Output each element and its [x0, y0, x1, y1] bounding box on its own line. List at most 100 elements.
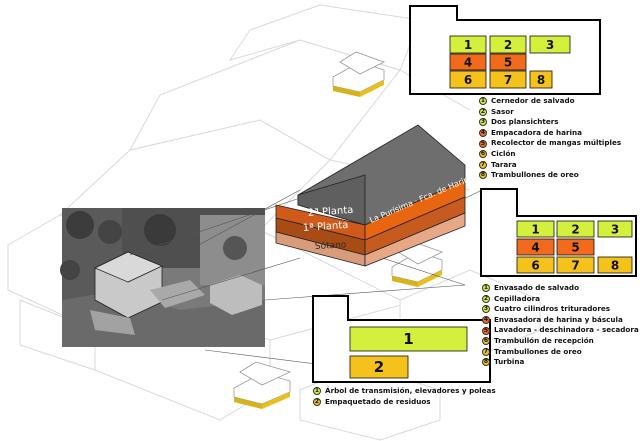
top-legend-item-1: 1 Cernedor de salvado — [479, 96, 621, 107]
legend-number-badge: 7 — [482, 347, 490, 356]
middle-machine-box-5 — [556, 238, 595, 256]
house-marker-top — [332, 51, 386, 97]
bottom-machine-number-1: 1 — [403, 330, 413, 348]
basement-side — [364, 212, 466, 267]
legend-number-badge: 2 — [313, 397, 321, 406]
legend-text: Ciclón — [491, 148, 516, 158]
top-machine-number-5: 5 — [504, 56, 512, 70]
legend-number-badge: 6 — [482, 337, 490, 346]
legend-text: Tarara — [491, 159, 517, 169]
floor-label-1: 1ª Planta — [302, 220, 348, 234]
top-machine-number-7: 7 — [504, 73, 512, 87]
legend-text: Árbol de transmisión, elevadores y polea… — [325, 386, 496, 395]
middle-machine-number-7: 7 — [571, 259, 579, 273]
floor-label-2: 2ª Planta — [307, 205, 353, 219]
legend-text: Trambullón de recepción — [494, 335, 594, 345]
legend-number-badge: 1 — [479, 97, 487, 106]
legend-text: Trambullones de oreo — [494, 346, 582, 356]
panel-middle: 1 2 3 4 5 6 7 8 — [480, 188, 637, 277]
top-machine-number-4: 4 — [464, 56, 472, 70]
middle-machine-number-6: 6 — [531, 259, 539, 273]
top-machine-box-3 — [529, 35, 571, 54]
middle-legend-item-1: 1 Envasado de salvado — [482, 283, 639, 294]
legend-number-badge: 5 — [479, 139, 487, 148]
legend-number-badge: 7 — [479, 160, 487, 169]
top-machine-number-2: 2 — [504, 38, 512, 52]
top-machine-box-5 — [489, 53, 527, 71]
top-machine-number-1: 1 — [464, 38, 472, 52]
middle-machine-box-1 — [516, 220, 555, 238]
middle-machine-box-8 — [597, 256, 633, 274]
middle-machine-number-8: 8 — [611, 259, 619, 273]
bottom-machine-box-2 — [349, 355, 409, 379]
bottom-machine-box-1 — [349, 326, 468, 352]
legend-text: Trambullones de oreo — [491, 170, 579, 180]
middle-machine-box-3 — [597, 220, 633, 238]
top-legend-item-8: 8 Trambullones de oreo — [479, 170, 621, 181]
top-legend-item-2: 2 Sasor — [479, 107, 621, 118]
legend-number-badge: 2 — [482, 294, 490, 303]
legend-number-badge: 5 — [482, 326, 490, 335]
middle-legend-item-6: 6 Trambullón de recepción — [482, 336, 639, 347]
middle-machine-box-2 — [556, 220, 595, 238]
panel-bottom: 12 — [312, 295, 491, 383]
middle-machine-number-3: 3 — [611, 223, 619, 237]
panel-top: 1 2 3 4 5 6 7 8 — [409, 5, 601, 95]
legend-bottom: 1 Árbol de transmisión, elevadores y pole… — [313, 386, 496, 407]
middle-machine-number-2: 2 — [571, 223, 579, 237]
legend-number-badge: 4 — [482, 316, 490, 325]
main-building — [275, 124, 466, 267]
middle-machine-box-7 — [556, 256, 595, 274]
legend-number-badge: 3 — [482, 305, 490, 314]
legend-text: Empaquetado de residuos — [325, 396, 431, 406]
bottom-legend-item-1: 1 Árbol de transmisión, elevadores y pole… — [313, 386, 496, 397]
top-legend-item-3: 3 Dos plansichters — [479, 117, 621, 128]
middle-machine-number-5: 5 — [571, 241, 579, 255]
top-legend-item-7: 7 Tarara — [479, 160, 621, 171]
middle-legend-item-7: 7 Trambullones de oreo — [482, 347, 639, 358]
legend-text: Recolector de mangas múltiples — [491, 138, 622, 148]
middle-legend-item-5: 5 Lavadora - deschinadora - secadora — [482, 325, 639, 336]
top-machine-box-4 — [449, 53, 487, 71]
top-machine-box-8 — [529, 70, 553, 89]
legend-text: Cernedor de salvado — [491, 96, 575, 105]
legend-number-badge: 8 — [482, 358, 490, 367]
legend-text: Empacadora de harina — [491, 127, 582, 137]
legend-top: 1 Cernedor de salvado 2 Sasor 3 Dos plansicht… — [479, 96, 621, 181]
legend-text: Envasado de salvado — [494, 283, 580, 292]
legend-text: Cuatro cilindros trituradores — [494, 304, 611, 314]
middle-legend-item-8: 8 Turbina — [482, 357, 639, 368]
middle-machine-number-1: 1 — [531, 223, 539, 237]
legend-text: Sasor — [491, 106, 514, 116]
legend-number-badge: 1 — [482, 284, 490, 293]
legend-number-badge: 3 — [479, 118, 487, 127]
legend-number-badge: 2 — [479, 107, 487, 116]
floor-label-basement: Sótano — [315, 239, 347, 252]
legend-text: Envasadora de harina y báscula — [494, 314, 623, 324]
legend-number-badge: 8 — [479, 171, 487, 180]
middle-machine-box-6 — [516, 256, 555, 274]
legend-text: Dos plansichters — [491, 117, 559, 127]
top-machine-box-2 — [489, 35, 527, 54]
top-machine-box-1 — [449, 35, 487, 54]
aerial-photograph — [60, 208, 265, 347]
legend-text: Turbina — [494, 357, 525, 367]
bottom-legend-item-2: 2 Empaquetado de residuos — [313, 397, 496, 408]
legend-number-badge: 1 — [313, 387, 321, 396]
top-machine-number-6: 6 — [464, 73, 472, 87]
top-legend-item-6: 6 Ciclón — [479, 149, 621, 160]
top-machine-number-3: 3 — [546, 38, 554, 52]
top-legend-item-5: 5 Recolector de mangas múltiples — [479, 138, 621, 149]
middle-machine-box-4 — [516, 238, 555, 256]
top-machine-number-8: 8 — [537, 73, 545, 87]
middle-machine-number-4: 4 — [531, 241, 539, 255]
legend-number-badge: 6 — [479, 150, 487, 159]
house-marker-bottom — [233, 361, 292, 409]
legend-text: Lavadora - deschinadora - secadora — [494, 325, 639, 335]
top-machine-box-6 — [449, 70, 487, 89]
bottom-machine-number-2: 2 — [374, 358, 384, 376]
